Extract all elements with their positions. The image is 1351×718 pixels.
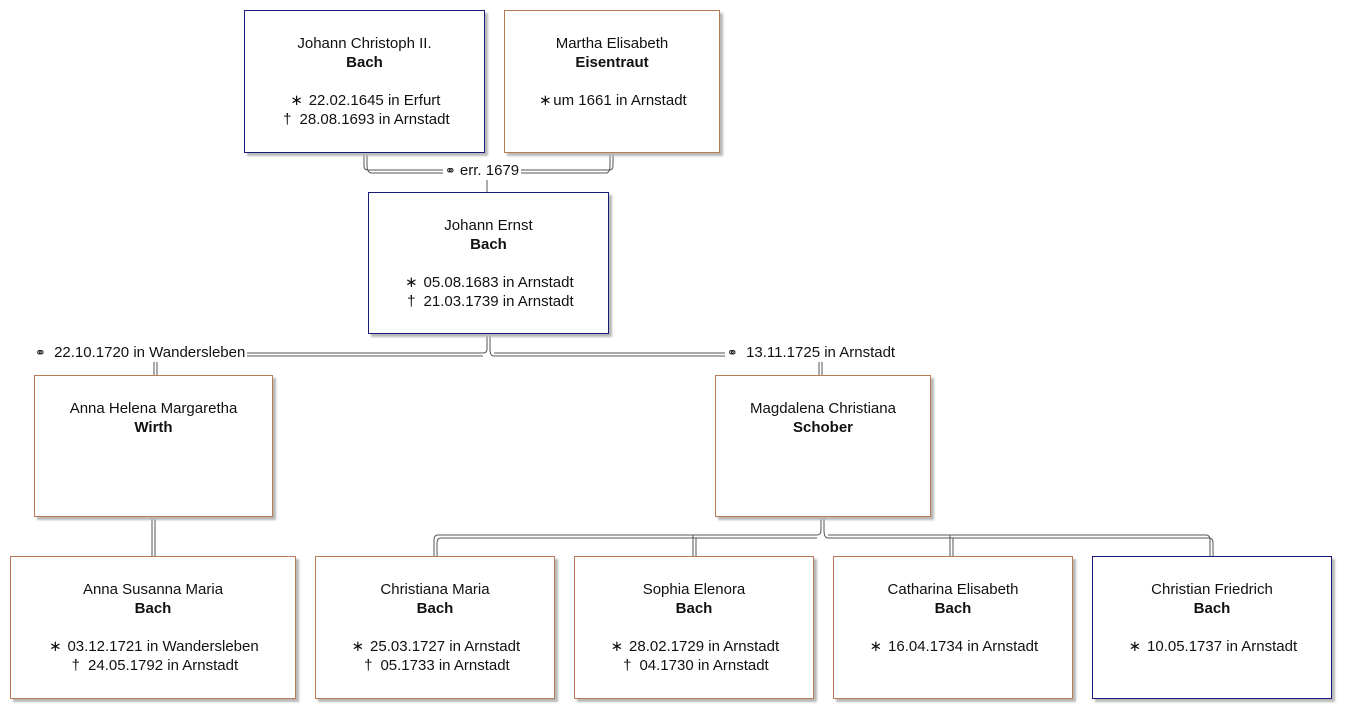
- first-name: Sophia Elenora: [642, 581, 746, 598]
- birth-icon: ∗: [48, 638, 62, 655]
- surname: Bach: [675, 600, 713, 617]
- person-johann-christoph-bach[interactable]: Johann Christoph II. Bach ∗ 22.02.1645 i…: [244, 10, 485, 153]
- surname: Bach: [470, 236, 507, 253]
- birth-info: 10.05.1737 in Arnstadt: [1147, 638, 1298, 655]
- person-magdalena-christiana-schober[interactable]: Magdalena Christiana Schober: [715, 375, 931, 517]
- marriage-rings-icon: ⚭: [35, 345, 46, 360]
- birth-info: 25.03.1727 in Arnstadt: [370, 638, 521, 655]
- surname: Schober: [792, 419, 853, 436]
- first-name: Johann Christoph II.: [297, 35, 432, 52]
- first-name: Magdalena Christiana: [750, 400, 896, 417]
- birth-icon: ∗: [351, 638, 365, 655]
- birth-icon: ∗: [538, 92, 552, 109]
- birth-icon: ∗: [290, 92, 303, 109]
- first-name: Martha Elisabeth: [555, 35, 669, 52]
- birth-info: 16.04.1734 in Arnstadt: [888, 638, 1039, 655]
- surname: Bach: [416, 600, 454, 617]
- person-christian-friedrich-bach[interactable]: Christian Friedrich Bach ∗ 10.05.1737 in…: [1092, 556, 1332, 699]
- birth-icon: ∗: [1128, 638, 1142, 655]
- birth-info: um 1661 in Arnstadt: [553, 92, 687, 109]
- marriage-label-1725: ⚭ 13.11.1725 in Arnstadt: [725, 344, 898, 362]
- marriage-rings-icon: ⚭: [445, 163, 456, 178]
- person-martha-elisabeth-eisentraut[interactable]: Martha Elisabeth Eisentraut ∗um 1661 in …: [504, 10, 720, 153]
- birth-icon: ∗: [869, 638, 883, 655]
- person-johann-ernst-bach[interactable]: Johann Ernst Bach ∗ 05.08.1683 in Arnsta…: [368, 192, 609, 334]
- surname: Bach: [1193, 600, 1231, 617]
- marriage-label-1679: ⚭err. 1679: [443, 162, 522, 180]
- death-info: 21.03.1739 in Arnstadt: [423, 293, 574, 310]
- birth-icon: ∗: [610, 638, 624, 655]
- first-name: Christian Friedrich: [1151, 581, 1273, 598]
- person-sophia-elenora-bach[interactable]: Sophia Elenora Bach ∗ 28.02.1729 in Arns…: [574, 556, 814, 699]
- death-info: 04.1730 in Arnstadt: [639, 657, 769, 674]
- surname: Bach: [346, 54, 383, 71]
- death-info: 05.1733 in Arnstadt: [380, 657, 510, 674]
- surname: Eisentraut: [575, 54, 649, 71]
- surname: Bach: [134, 600, 172, 617]
- birth-info: 03.12.1721 in Wandersleben: [67, 638, 259, 655]
- birth-icon: ∗: [405, 274, 418, 291]
- death-icon: †: [623, 657, 632, 674]
- marriage-label-1720: ⚭ 22.10.1720 in Wandersleben: [33, 344, 248, 362]
- first-name: Anna Helena Margaretha: [69, 400, 238, 417]
- surname: Wirth: [134, 419, 173, 436]
- death-icon: †: [364, 657, 373, 674]
- death-icon: †: [71, 657, 81, 674]
- marriage-rings-icon: ⚭: [727, 345, 738, 360]
- person-anna-helena-margaretha-wirth[interactable]: Anna Helena Margaretha Wirth: [34, 375, 273, 517]
- first-name: Anna Susanna Maria: [82, 581, 224, 598]
- birth-info: 28.02.1729 in Arnstadt: [629, 638, 780, 655]
- person-anna-susanna-maria-bach[interactable]: Anna Susanna Maria Bach ∗ 03.12.1721 in …: [10, 556, 296, 699]
- death-info: 28.08.1693 in Arnstadt: [299, 111, 450, 128]
- surname: Bach: [934, 600, 972, 617]
- death-icon: †: [283, 111, 292, 128]
- first-name: Catharina Elisabeth: [887, 581, 1019, 598]
- birth-info: 22.02.1645 in Erfurt: [308, 92, 441, 109]
- person-catharina-elisabeth-bach[interactable]: Catharina Elisabeth Bach ∗ 16.04.1734 in…: [833, 556, 1073, 699]
- person-christiana-maria-bach[interactable]: Christiana Maria Bach ∗ 25.03.1727 in Ar…: [315, 556, 555, 699]
- death-info: 24.05.1792 in Arnstadt: [88, 657, 239, 674]
- first-name: Johann Ernst: [444, 217, 533, 234]
- birth-info: 05.08.1683 in Arnstadt: [423, 274, 574, 291]
- death-icon: †: [407, 293, 416, 310]
- first-name: Christiana Maria: [380, 581, 490, 598]
